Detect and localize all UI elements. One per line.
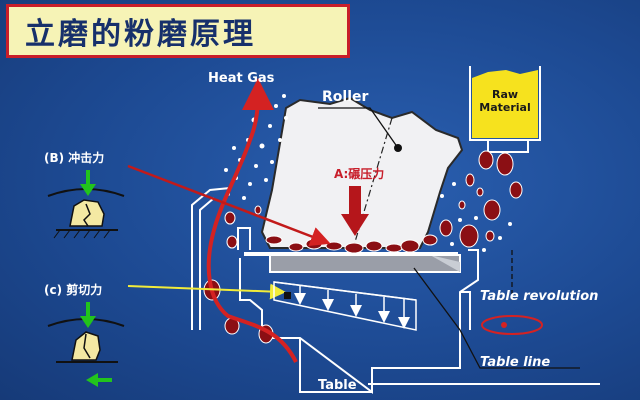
table-revolution-indicator <box>481 315 543 335</box>
shear-illustration <box>47 302 125 387</box>
table-line-label: Table line <box>480 355 550 370</box>
roller-label: Roller <box>322 89 368 105</box>
down-arrow-icon <box>80 316 96 328</box>
raw-material-particles <box>439 150 523 248</box>
shear-force-label: (c) 剪切力 <box>44 282 102 297</box>
heat-gas-label: Heat Gas <box>208 71 275 86</box>
pressing-force-label: A:碾压力 <box>334 166 384 181</box>
raw-material-label-line1: Raw <box>492 88 518 101</box>
impact-force-label: (B) 冲击力 <box>44 150 104 165</box>
raw-material-label-line2: Material <box>479 101 530 114</box>
impact-pointer-arrow <box>127 164 331 246</box>
heat-gas-flow-arrow <box>206 78 298 363</box>
pointer-lines <box>318 107 600 385</box>
grinding-table <box>244 252 461 273</box>
heat-gas-particles <box>203 205 274 344</box>
table-label: Table <box>318 378 357 393</box>
pressing-force-arrow <box>341 186 369 236</box>
raw-material-hopper <box>469 66 541 153</box>
shear-profile <box>273 281 417 331</box>
shear-pointer-arrow <box>127 283 286 300</box>
table-revolution-label: Table revolution <box>480 289 598 304</box>
title-box: 立磨的粉磨原理 <box>6 4 350 58</box>
page-title: 立磨的粉磨原理 <box>25 17 256 52</box>
down-arrow-icon <box>80 184 96 196</box>
left-arrow-icon <box>86 373 98 387</box>
mill-housing <box>191 187 479 394</box>
impact-illustration <box>47 170 125 239</box>
